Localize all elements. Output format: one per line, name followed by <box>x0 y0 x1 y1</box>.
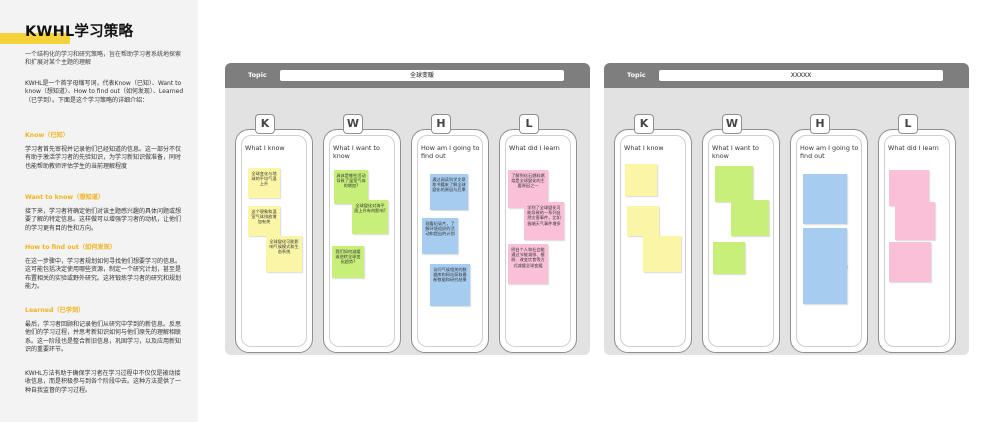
section-text-how: 在这一步骤中，学习者规划如何寻找他们想要学习的信息。这可能包括决定使用哪些资源，… <box>25 258 182 291</box>
topic-input[interactable]: 全球变暖 <box>280 70 564 81</box>
sticky-note[interactable]: 观看纪录片，了解环境组织的活动和提出的计划 <box>422 218 458 254</box>
column-letter-l: L <box>898 114 918 134</box>
section-heading-learned: Learned（已学到） <box>25 307 85 314</box>
column-title: How am I going to find out <box>800 144 859 160</box>
section-text-know: 学习者首先审视并记录他们已经知道的信息。这一部分不仅有助于激活学习者的先验知识，… <box>25 146 182 170</box>
sticky-note[interactable]: 访问气候相关的数据库和网站获取最新数据和研究结果 <box>430 264 470 306</box>
column-title: What did I learn <box>888 144 939 152</box>
column-how: H How am I going to find out 通过阅读科学文章和书籍… <box>411 114 489 353</box>
column-title: What I want to know <box>712 144 759 160</box>
sticky-note[interactable] <box>889 170 929 206</box>
section-heading-how: How to find out（如何发现） <box>25 244 116 251</box>
sticky-note[interactable] <box>715 166 753 202</box>
overview-text: KWHL是一个首字母缩写词，代表Know（已知）、Want to know（想知… <box>25 80 184 104</box>
section-heading-know: Know（已知） <box>25 132 69 139</box>
section-text-want: 接下来，学习者将确定他们对该主题感兴趣的具体问题或想要了解的特定信息。这样做可以… <box>25 208 182 232</box>
topic-label: Topic <box>627 71 646 79</box>
column-letter-k: K <box>634 114 654 134</box>
column-letter-w: W <box>343 114 363 134</box>
column-want: W What I want to know 具体是哪些活动导致了温室气体的增加?… <box>323 114 401 353</box>
column-title: What I know <box>624 144 664 152</box>
page-title: KWHL学习策略 <box>25 24 134 40</box>
column-letter-h: H <box>810 114 830 134</box>
sticky-note[interactable] <box>803 174 847 224</box>
sticky-note[interactable] <box>625 164 657 196</box>
sticky-note[interactable]: 这个現象和温室气体排放增加有关 <box>248 206 280 236</box>
column-learned: L What did I learn <box>878 114 956 353</box>
column-title: How am I going to find out <box>421 144 480 160</box>
board-header: Topic XXXXX <box>604 63 969 88</box>
sticky-note[interactable] <box>889 242 931 282</box>
column-want: W What I want to know <box>702 114 780 353</box>
column-letter-l: L <box>519 114 539 134</box>
kwhl-board-2: Topic XXXXX K What I know W What I want … <box>604 63 969 355</box>
sticky-note[interactable]: 明白个人和社会能通过节能减排、植树、改变饮食等方式减缓全球变暖 <box>508 244 548 284</box>
sidebar: KWHL学习策略 一个结构化的学习和研究策略，旨在帮助学习者系统地探索和扩展对某… <box>0 0 198 422</box>
sticky-note[interactable]: 全球變化对海平面上升有何影响? <box>352 200 388 234</box>
column-letter-k: K <box>255 114 275 134</box>
title-accent-bar <box>0 33 70 44</box>
intro-text: 一个结构化的学习和研究策略，旨在帮助学习者系统地探索和扩展对某个主题的理解 <box>25 51 182 67</box>
column-how: H How am I going to find out <box>790 114 868 353</box>
sticky-note[interactable] <box>803 264 847 304</box>
sticky-note[interactable]: 通过阅读科学文章和书籍来了解全球變化的原因与后果 <box>430 174 468 210</box>
column-title: What I want to know <box>333 144 380 160</box>
sticky-note[interactable] <box>895 202 935 240</box>
column-letter-h: H <box>431 114 451 134</box>
sticky-note[interactable] <box>643 236 681 272</box>
sticky-note[interactable] <box>627 206 659 236</box>
kwhl-board-1: Topic 全球变暖 K What I know 全球变化与地球的平均气温上升 … <box>225 63 590 355</box>
sticky-note[interactable] <box>803 228 847 268</box>
sticky-note[interactable]: 全球變化可能影响气候模式和生态系统 <box>266 236 302 272</box>
column-title: What did I learn <box>509 144 560 152</box>
sticky-note[interactable] <box>731 200 769 236</box>
section-text-learned: 最后，学习者回顾和记录他们从研究中学到的新信息。反思他们的学习过程，并思考新知识… <box>25 321 182 354</box>
column-know: K What I know 全球变化与地球的平均气温上升 这个現象和温室气体排放… <box>235 114 313 353</box>
sticky-note[interactable]: 具体是哪些活动导致了温室气体的增加? <box>334 170 368 204</box>
board-header: Topic 全球变暖 <box>225 63 590 88</box>
topic-label: Topic <box>248 71 267 79</box>
sticky-note[interactable] <box>713 242 745 274</box>
sticky-note[interactable]: 学到了全球變化可能导致的一系列自然灾害事件，比如极端天气事件增多 <box>524 202 564 240</box>
conclusion-text: KWHL方法有助于确保学习者在学习过程中不仅仅是被动接收信息，而是积极参与到各个… <box>25 370 182 394</box>
sticky-note[interactable]: 了解到化石燃料燃烧是全球變化的主要原因之一 <box>508 170 548 208</box>
column-learned: L What did I learn 了解到化石燃料燃烧是全球變化的主要原因之一… <box>499 114 577 353</box>
sticky-note[interactable]: 我们如何减缓或逆转全球变化趋势? <box>332 246 364 278</box>
column-letter-w: W <box>722 114 742 134</box>
column-know: K What I know <box>614 114 692 353</box>
topic-input[interactable]: XXXXX <box>659 70 943 81</box>
column-title: What I know <box>245 144 285 152</box>
section-heading-want: Want to know（想知道） <box>25 194 105 201</box>
sticky-note[interactable]: 全球变化与地球的平均气温上升 <box>248 168 280 198</box>
